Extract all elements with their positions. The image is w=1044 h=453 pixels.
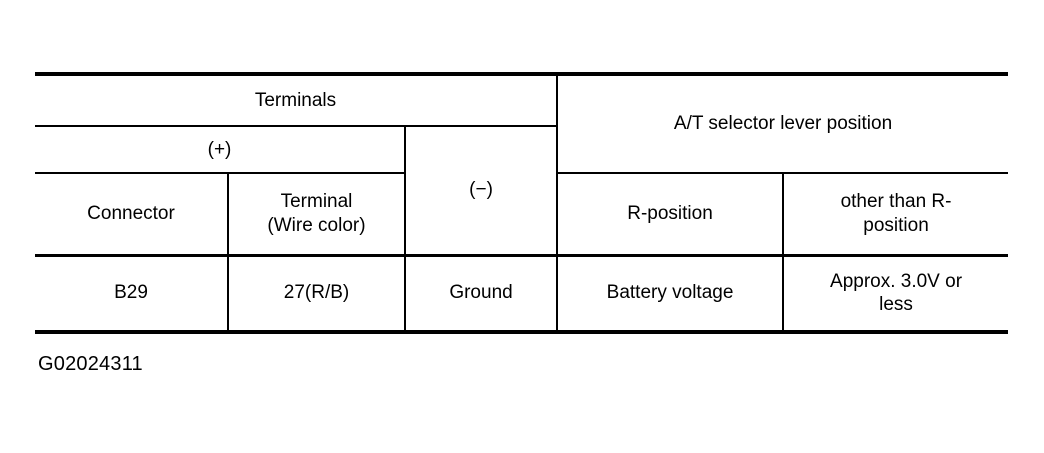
terminal-inspection-table: Terminals A/T selector lever position (+… [35, 72, 1009, 334]
header-terminal-line1: Terminal [280, 191, 353, 212]
header-negative-terminal: (−) [403, 125, 558, 256]
header-r-position: R-position [556, 172, 785, 256]
header-positive-terminal: (+) [35, 125, 406, 174]
cell-other-than-r-line1: Approx. 3.0V or [830, 270, 963, 292]
header-other-than-r-line1: other than R- [840, 191, 952, 212]
header-terminals: Terminals [35, 74, 559, 127]
cell-terminal-wire-color: 27(R/B) [227, 253, 406, 332]
table-header-row-1: Terminals A/T selector lever position [35, 74, 1009, 174]
header-connector: Connector [35, 172, 229, 256]
cell-other-than-r-line2: less [879, 294, 913, 316]
cell-connector: B29 [35, 253, 229, 332]
header-terminal-line2: (Wire color) [267, 214, 366, 236]
table-row: B29 27(R/B) Ground Battery voltage Appro… [35, 253, 1009, 332]
header-terminal-wire-color: Terminal (Wire color) [227, 172, 406, 256]
header-other-than-r-position: other than R- position [782, 172, 1009, 256]
cell-negative-terminal: Ground [403, 253, 559, 332]
cell-r-position-value: Battery voltage [556, 253, 785, 332]
cell-other-than-r-position-value: Approx. 3.0V or less [782, 253, 1009, 332]
header-at-selector-lever-position: A/T selector lever position [556, 74, 1009, 174]
header-other-than-r-line2: position [863, 214, 929, 236]
table-header-row-3: Connector Terminal (Wire color) R-positi… [35, 172, 1009, 256]
table-header-row-2: (+) (−) [35, 125, 1008, 256]
figure-caption: G02024311 [38, 353, 143, 375]
